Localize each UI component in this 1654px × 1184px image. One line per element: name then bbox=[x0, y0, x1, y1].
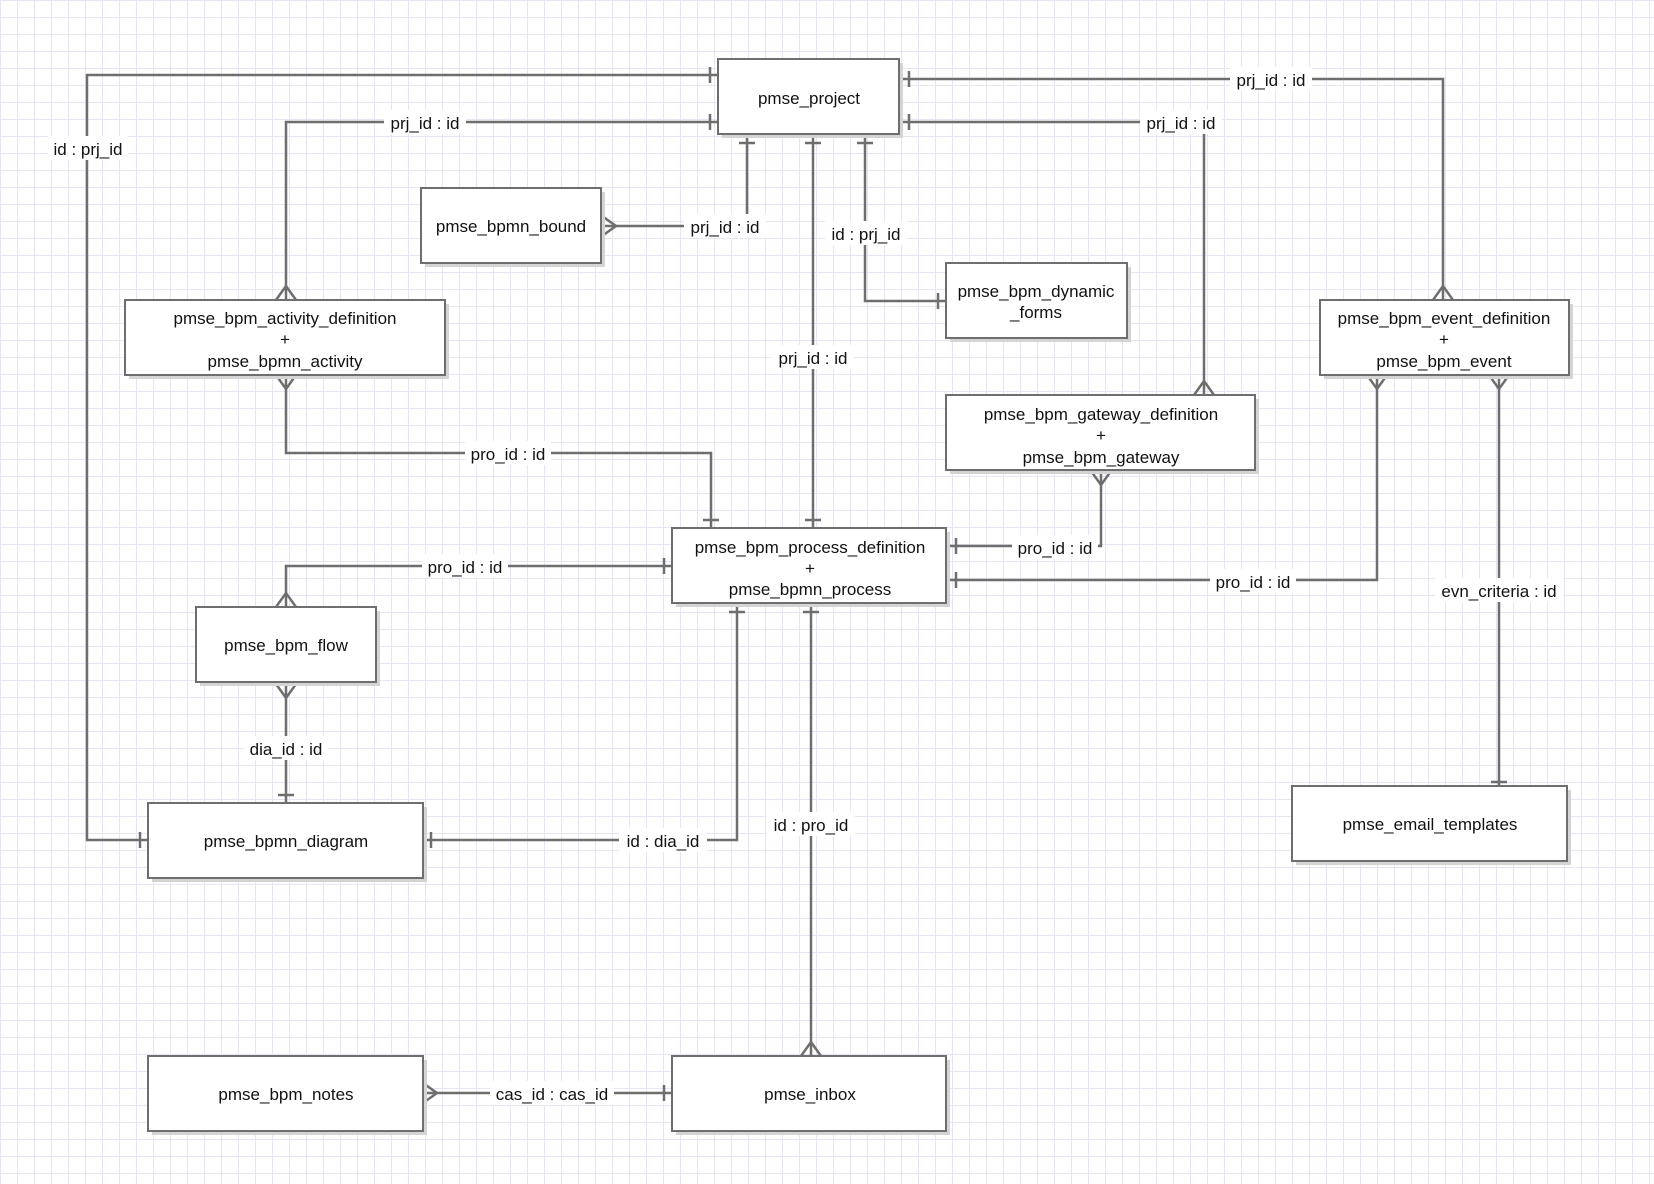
many-marker bbox=[274, 590, 298, 608]
entity-name-line-2: pmse_bpm_gateway bbox=[1023, 448, 1180, 467]
entity-name-plus: + bbox=[1096, 426, 1106, 445]
label-project-gateway: prj_id : id bbox=[1147, 114, 1216, 133]
many-marker bbox=[1431, 283, 1455, 301]
entity-pmse-inbox[interactable]: pmse_inbox bbox=[671, 1055, 950, 1135]
label-project-process: prj_id : id bbox=[779, 349, 848, 368]
label-project-event: prj_id : id bbox=[1237, 71, 1306, 90]
entity-name-line-2: pmse_bpm_event bbox=[1376, 352, 1511, 371]
line-event-process bbox=[948, 375, 1379, 582]
entity-pmse-bpm-activity-definition[interactable]: pmse_bpm_activity_definition + pmse_bpmn… bbox=[124, 299, 449, 379]
many-marker bbox=[601, 214, 619, 238]
label-gateway-process: pro_id : id bbox=[1018, 539, 1093, 558]
label-activity-process: pro_id : id bbox=[471, 445, 546, 464]
line-project-diagram bbox=[85, 73, 718, 842]
label-flow-process: pro_id : id bbox=[428, 558, 503, 577]
entity-pmse-bpm-dynamic-forms[interactable]: pmse_bpm_dynamic _forms bbox=[945, 262, 1131, 342]
entity-pmse-bpm-event-definition[interactable]: pmse_bpm_event_definition + pmse_bpm_eve… bbox=[1319, 299, 1573, 379]
cardinality-markers bbox=[138, 67, 1511, 1105]
entity-pmse-project[interactable]: pmse_project bbox=[717, 58, 903, 138]
entity-pmse-email-templates[interactable]: pmse_email_templates bbox=[1291, 785, 1571, 865]
label-flow-diagram: dia_id : id bbox=[250, 740, 323, 759]
relationship-labels: id : prj_id prj_id : id prj_id : id prj_… bbox=[48, 67, 1563, 1105]
line-project-event bbox=[901, 77, 1445, 300]
entity-name-line-2: pmse_bpmn_process bbox=[729, 580, 892, 599]
entity-name-plus: + bbox=[280, 330, 290, 349]
many-marker bbox=[799, 1039, 823, 1057]
entity-name-line-2: _forms bbox=[1009, 303, 1062, 322]
many-marker bbox=[1192, 378, 1216, 396]
entity-name-line-2: pmse_bpmn_activity bbox=[208, 352, 363, 371]
entity-name: pmse_project bbox=[758, 89, 860, 108]
label-project-dynamic-forms: id : prj_id bbox=[832, 225, 901, 244]
entity-name-line-1: pmse_bpm_process_definition bbox=[695, 538, 926, 557]
label-project-diagram: id : prj_id bbox=[54, 140, 123, 159]
label-event-process: pro_id : id bbox=[1216, 573, 1291, 592]
entity-name-line-1: pmse_bpm_gateway_definition bbox=[984, 405, 1218, 424]
label-project-bound: prj_id : id bbox=[691, 218, 760, 237]
entity-pmse-bpmn-bound[interactable]: pmse_bpmn_bound bbox=[420, 187, 605, 267]
many-marker bbox=[1487, 374, 1511, 392]
entity-name-line-1: pmse_bpm_activity_definition bbox=[173, 309, 396, 328]
label-diagram-process: id : dia_id bbox=[627, 832, 700, 851]
many-marker bbox=[274, 283, 298, 301]
entity-name-plus: + bbox=[805, 559, 815, 578]
label-project-activity: prj_id : id bbox=[391, 114, 460, 133]
line-project-activity bbox=[284, 120, 718, 300]
entity-pmse-bpmn-diagram[interactable]: pmse_bpmn_diagram bbox=[147, 802, 427, 882]
entity-name-plus: + bbox=[1439, 330, 1449, 349]
many-marker bbox=[274, 374, 298, 392]
entity-pmse-bpm-notes[interactable]: pmse_bpm_notes bbox=[147, 1055, 427, 1135]
line-project-bound bbox=[602, 135, 749, 228]
line-project-dynamic-forms bbox=[863, 135, 946, 303]
entity-name-line-1: pmse_bpm_dynamic bbox=[958, 282, 1115, 301]
line-project-gateway bbox=[901, 120, 1206, 395]
many-marker bbox=[422, 1081, 440, 1105]
entity-name: pmse_bpm_flow bbox=[224, 636, 349, 655]
label-process-inbox: id : pro_id bbox=[774, 816, 849, 835]
line-diagram-process bbox=[423, 604, 739, 842]
label-event-email-templates: evn_criteria : id bbox=[1441, 582, 1556, 601]
many-marker bbox=[1089, 470, 1113, 488]
entity-name-line-1: pmse_bpm_event_definition bbox=[1338, 309, 1551, 328]
entity-name: pmse_bpmn_diagram bbox=[204, 832, 368, 851]
entity-name: pmse_bpm_notes bbox=[218, 1085, 353, 1104]
many-marker bbox=[1365, 374, 1389, 392]
many-marker bbox=[274, 683, 298, 701]
entity-name: pmse_email_templates bbox=[1343, 815, 1518, 834]
line-gateway-process bbox=[948, 471, 1103, 548]
entity-name: pmse_bpmn_bound bbox=[436, 217, 586, 236]
entity-pmse-bpm-flow[interactable]: pmse_bpm_flow bbox=[195, 606, 380, 686]
entity-pmse-bpm-gateway-definition[interactable]: pmse_bpm_gateway_definition + pmse_bpm_g… bbox=[945, 394, 1259, 474]
entity-name: pmse_inbox bbox=[764, 1085, 856, 1104]
label-notes-inbox: cas_id : cas_id bbox=[496, 1085, 608, 1104]
entity-pmse-bpm-process-definition[interactable]: pmse_bpm_process_definition + pmse_bpmn_… bbox=[671, 527, 950, 607]
